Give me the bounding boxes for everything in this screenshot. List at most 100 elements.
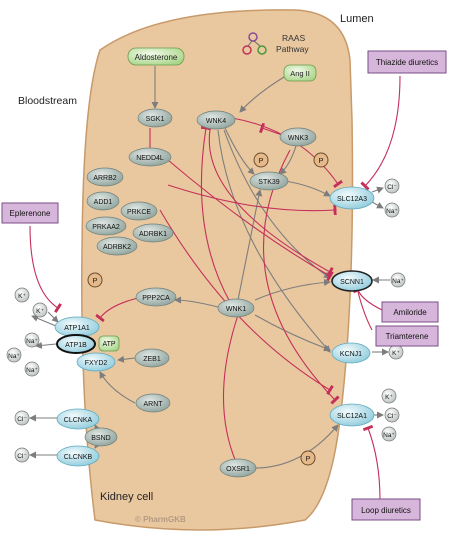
drug-amiloride-label: Amiloride: [393, 308, 427, 317]
adrbk2-label: ADRBK2: [103, 244, 131, 251]
drug-thiazide-box[interactable]: Thiazide diuretics: [367, 50, 447, 74]
raas-pathway-icon: [242, 32, 267, 55]
drug-loop-box[interactable]: Loop diuretics: [351, 498, 421, 521]
svg-text:Na⁺: Na⁺: [392, 278, 404, 285]
slc12a1-label: SLC12A1: [337, 413, 367, 420]
edge-stk39-slc12a3: [284, 180, 331, 197]
wnk3-node[interactable]: WNK3: [279, 127, 317, 147]
add1-label: ADD1: [94, 199, 113, 206]
ion-k-lumen-1: K⁺: [388, 344, 404, 360]
ppp2ca-node[interactable]: PPP2CA: [135, 287, 177, 307]
ang2-label: Ang II: [290, 69, 310, 78]
sgk1-node[interactable]: SGK1: [137, 108, 173, 128]
bsnd-node[interactable]: BSND: [84, 427, 118, 447]
ion-k-blood-1: K⁺: [14, 287, 30, 303]
drug-triamterene-box[interactable]: Triamterene: [375, 325, 439, 347]
inhibit-wnk1-wnk4: [200, 125, 231, 303]
svg-text:Na⁺: Na⁺: [8, 353, 20, 360]
drug-amiloride-line: [352, 286, 383, 311]
svg-text:K⁺: K⁺: [385, 394, 393, 401]
nedd4l-node[interactable]: NEDD4L: [128, 147, 172, 167]
oxsr1-node[interactable]: OXSR1: [219, 458, 257, 478]
edge-atp1a1-k-out: [31, 315, 57, 327]
inhibit-wnk4-scnn1: [208, 129, 334, 278]
bsnd-label: BSND: [91, 435, 110, 442]
clcnka-label: CLCNKA: [64, 417, 93, 424]
phospho-marker-atp1a1: P: [87, 272, 103, 288]
drug-thiazide-label: Thiazide diuretics: [376, 58, 438, 67]
edge-wnk4-stk39: [224, 127, 255, 175]
slc12a1-node[interactable]: SLC12A1: [329, 403, 375, 427]
add1-node[interactable]: ADD1: [86, 191, 120, 211]
arnt-node[interactable]: ARNT: [135, 393, 171, 413]
drug-triamterene-label: Triamterene: [386, 332, 429, 341]
adrbk1-node[interactable]: ADRBK1: [132, 223, 174, 243]
atp1b-label: ATP1B: [65, 342, 87, 349]
edge-wnk3-stk39: [279, 145, 297, 175]
wnk4-node[interactable]: WNK4: [196, 110, 236, 130]
svg-text:K⁺: K⁺: [18, 293, 26, 300]
drug-loop-label: Loop diuretics: [361, 506, 411, 515]
edge-wnk4-scnn1: [223, 129, 331, 279]
edge-na-atp1a1: [35, 341, 57, 349]
clcnkb-label: CLCNKB: [64, 454, 93, 461]
svg-text:Cl⁻: Cl⁻: [17, 416, 27, 423]
edge-k-in-atp1a1: [47, 311, 59, 323]
stk39-node[interactable]: STK39: [249, 171, 289, 191]
svg-text:K⁺: K⁺: [36, 308, 44, 315]
adrbk2-node[interactable]: ADRBK2: [96, 236, 138, 256]
raas-label-2: Pathway: [276, 44, 309, 54]
zeb1-node[interactable]: ZEB1: [134, 348, 170, 368]
arrb2-node[interactable]: ARRB2: [86, 167, 124, 187]
svg-text:P: P: [92, 276, 97, 285]
fxyd2-node[interactable]: FXYD2: [76, 352, 116, 372]
ion-cl-lumen-1: Cl⁻: [384, 178, 400, 194]
drug-eplerenone-box[interactable]: Eplerenone: [1, 202, 59, 224]
watermark: © PharmGKB: [135, 515, 186, 524]
ion-cl-blood-2: Cl⁻: [14, 447, 30, 463]
edge-arnt-fxyd2: [99, 371, 136, 404]
drug-amiloride-box[interactable]: Amiloride: [381, 301, 439, 323]
inhibit-ppp2ca-atp1a1: [95, 297, 139, 323]
kcnj1-node[interactable]: KCNJ1: [331, 342, 371, 364]
ion-cl-lumen-2: Cl⁻: [384, 407, 400, 423]
svg-text:Cl⁻: Cl⁻: [387, 413, 397, 420]
svg-text:Na⁺: Na⁺: [26, 338, 38, 345]
atp1b-node[interactable]: ATP1B: [56, 334, 96, 354]
clcnkb-node[interactable]: CLCNKB: [56, 445, 100, 467]
nedd4l-label: NEDD4L: [136, 155, 164, 162]
svg-text:Na⁺: Na⁺: [383, 432, 395, 439]
wnk1-node[interactable]: WNK1: [217, 298, 255, 318]
edge-oxsr1-slc12a1: [249, 424, 339, 469]
clcnka-node[interactable]: CLCNKA: [56, 408, 100, 430]
scnn1-label: SCNN1: [340, 279, 364, 286]
atp1a1-node[interactable]: ATP1A1: [54, 316, 100, 338]
prkce-node[interactable]: PRKCE: [120, 201, 158, 221]
scnn1-node[interactable]: SCNN1: [331, 270, 373, 292]
prkaa2-node[interactable]: PRKAA2: [85, 216, 127, 236]
ion-na-lumen-3: Na⁺: [381, 426, 397, 442]
arrb2-label: ARRB2: [93, 175, 116, 182]
inhibit-wnk3-wnk4: [258, 122, 283, 136]
kidney-cell-label: Kidney cell: [100, 491, 153, 503]
svg-text:P: P: [258, 156, 263, 165]
edge-slc12a3-cl: [371, 186, 384, 194]
svg-text:Cl⁻: Cl⁻: [17, 453, 27, 460]
ion-na-lumen-2: Na⁺: [390, 272, 406, 288]
phospho-marker-stk39: P: [253, 152, 269, 168]
atp1a1-label: ATP1A1: [64, 325, 90, 332]
inhibit-wnk1-oxsr1: [222, 314, 242, 466]
kcnj1-label: KCNJ1: [340, 351, 362, 358]
svg-text:P: P: [318, 156, 323, 165]
drug-loop-line: [362, 424, 381, 501]
aldosterone-node[interactable]: Aldosterone: [127, 47, 185, 66]
slc12a3-node[interactable]: SLC12A3: [329, 186, 375, 210]
ang2-node[interactable]: Ang II: [283, 64, 317, 82]
phospho-marker-slc12a1: P: [300, 450, 316, 466]
atp-node[interactable]: ATP: [98, 335, 120, 352]
wnk4-label: WNK4: [206, 118, 226, 125]
aldosterone-label: Aldosterone: [135, 53, 178, 62]
inhibit-nedd4l-scnn1: [167, 159, 334, 282]
adrbk1-label: ADRBK1: [139, 231, 167, 238]
